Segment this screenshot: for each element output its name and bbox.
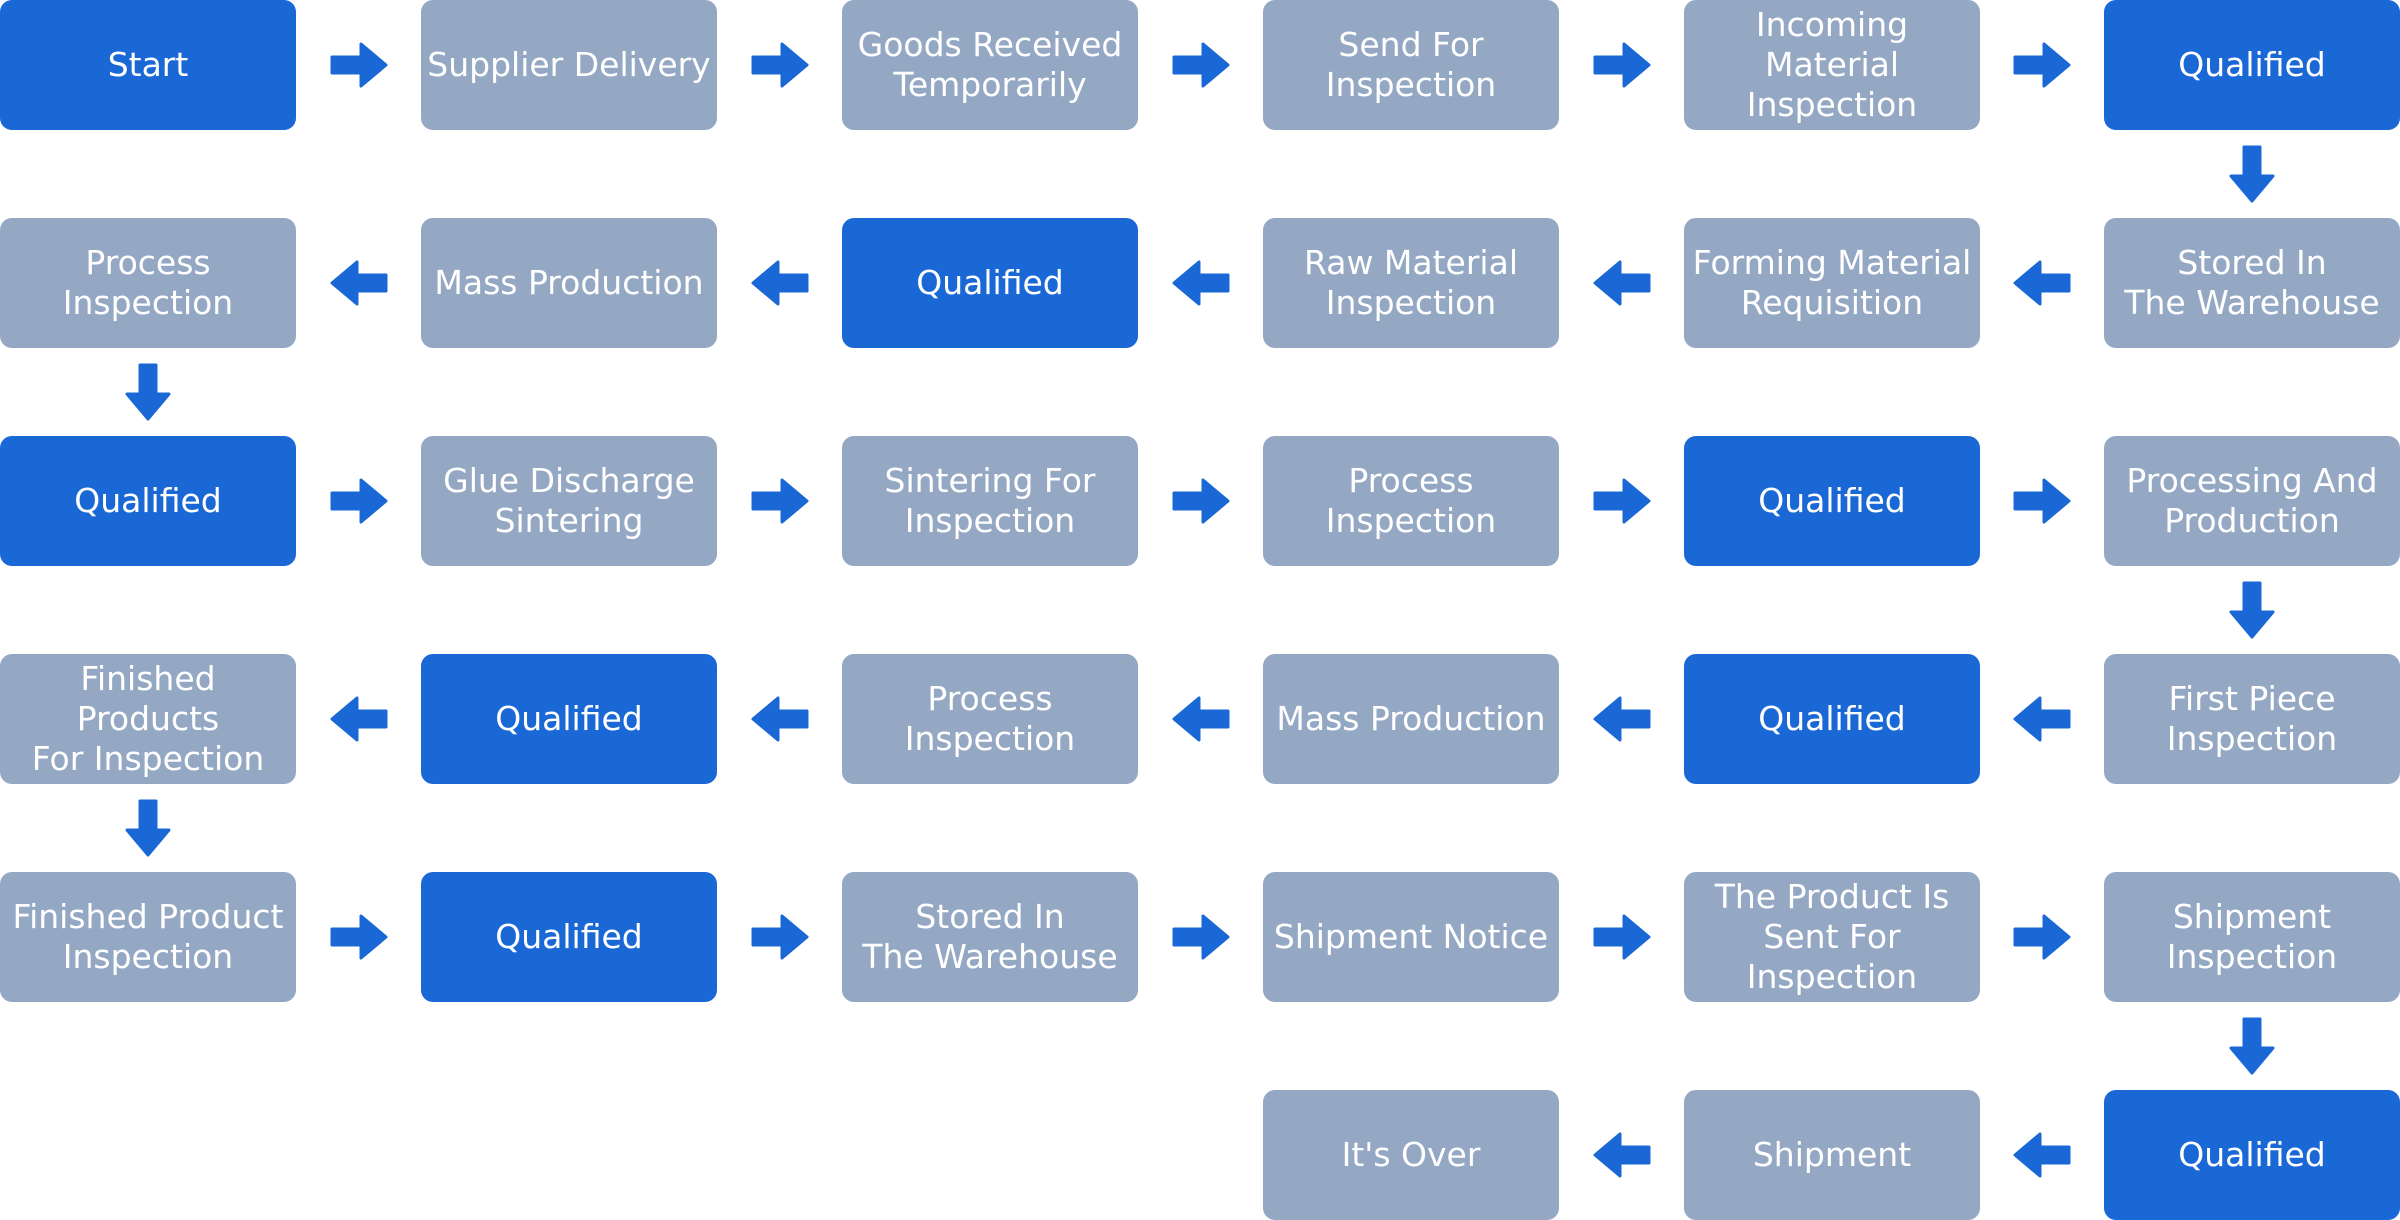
step-qualified[interactable]: Qualified — [1684, 654, 1980, 784]
arrow-left-icon — [750, 689, 810, 749]
arrow-down-icon — [2222, 144, 2282, 204]
arrow-right-icon — [329, 471, 389, 531]
step-supplier-delivery[interactable]: Supplier Delivery — [421, 0, 717, 130]
arrow-right-icon — [2012, 907, 2072, 967]
step-qualified[interactable]: Qualified — [2104, 1090, 2400, 1220]
step-qualified[interactable]: Qualified — [421, 872, 717, 1002]
step-shipment-notice[interactable]: Shipment Notice — [1263, 872, 1559, 1002]
arrow-right-icon — [1592, 907, 1652, 967]
step-send-for-inspection[interactable]: Send For Inspection — [1263, 0, 1559, 130]
arrow-down-icon — [2222, 580, 2282, 640]
arrow-left-icon — [329, 689, 389, 749]
step-process-inspection[interactable]: Process Inspection — [842, 654, 1138, 784]
arrow-right-icon — [1171, 471, 1231, 531]
arrow-right-icon — [1171, 35, 1231, 95]
step-stored-in-the-warehouse[interactable]: Stored In The Warehouse — [842, 872, 1138, 1002]
arrow-left-icon — [1592, 1125, 1652, 1185]
step-qualified[interactable]: Qualified — [1684, 436, 1980, 566]
step-forming-material-requisition[interactable]: Forming Material Requisition — [1684, 218, 1980, 348]
arrow-right-icon — [2012, 35, 2072, 95]
arrow-right-icon — [1171, 907, 1231, 967]
arrow-left-icon — [1592, 689, 1652, 749]
arrow-left-icon — [1592, 253, 1652, 313]
step-raw-material-inspection[interactable]: Raw Material Inspection — [1263, 218, 1559, 348]
arrow-down-icon — [2222, 1016, 2282, 1076]
arrow-right-icon — [1592, 35, 1652, 95]
step-qualified[interactable]: Qualified — [2104, 0, 2400, 130]
arrow-down-icon — [118, 798, 178, 858]
step-qualified[interactable]: Qualified — [842, 218, 1138, 348]
step-first-piece-inspection[interactable]: First Piece Inspection — [2104, 654, 2400, 784]
step-qualified[interactable]: Qualified — [421, 654, 717, 784]
arrow-left-icon — [1171, 689, 1231, 749]
step-shipment-inspection[interactable]: Shipment Inspection — [2104, 872, 2400, 1002]
step-mass-production[interactable]: Mass Production — [1263, 654, 1559, 784]
arrow-left-icon — [2012, 253, 2072, 313]
step-process-inspection[interactable]: Process Inspection — [1263, 436, 1559, 566]
arrow-left-icon — [2012, 1125, 2072, 1185]
arrow-right-icon — [329, 35, 389, 95]
step-qualified[interactable]: Qualified — [0, 436, 296, 566]
step-it-s-over[interactable]: It's Over — [1263, 1090, 1559, 1220]
step-glue-discharge-sintering[interactable]: Glue Discharge Sintering — [421, 436, 717, 566]
arrow-right-icon — [750, 35, 810, 95]
step-processing-and-production[interactable]: Processing And Production — [2104, 436, 2400, 566]
step-stored-in-the-warehouse[interactable]: Stored In The Warehouse — [2104, 218, 2400, 348]
step-the-product-is-sent-for-inspection[interactable]: The Product Is Sent For Inspection — [1684, 872, 1980, 1002]
step-goods-received-temporarily[interactable]: Goods Received Temporarily — [842, 0, 1138, 130]
step-sintering-for-inspection[interactable]: Sintering For Inspection — [842, 436, 1138, 566]
arrow-right-icon — [329, 907, 389, 967]
step-shipment[interactable]: Shipment — [1684, 1090, 1980, 1220]
step-finished-products-for-inspection[interactable]: Finished Products For Inspection — [0, 654, 296, 784]
arrow-right-icon — [2012, 471, 2072, 531]
arrow-right-icon — [750, 471, 810, 531]
step-mass-production[interactable]: Mass Production — [421, 218, 717, 348]
step-start[interactable]: Start — [0, 0, 296, 130]
arrow-left-icon — [750, 253, 810, 313]
arrow-left-icon — [1171, 253, 1231, 313]
arrow-left-icon — [329, 253, 389, 313]
step-finished-product-inspection[interactable]: Finished Product Inspection — [0, 872, 296, 1002]
step-incoming-material-inspection[interactable]: Incoming Material Inspection — [1684, 0, 1980, 130]
arrow-right-icon — [750, 907, 810, 967]
arrow-right-icon — [1592, 471, 1652, 531]
step-process-inspection[interactable]: Process Inspection — [0, 218, 296, 348]
arrow-left-icon — [2012, 689, 2072, 749]
arrow-down-icon — [118, 362, 178, 422]
